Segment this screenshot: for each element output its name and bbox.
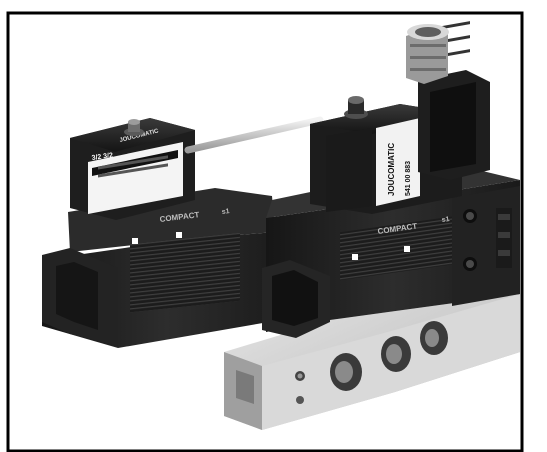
right-valve: COMPACT s1 JOUCOMATIC 541 00 883 bbox=[224, 21, 520, 430]
right-brand-label: JOUCOMATIC bbox=[387, 143, 396, 196]
right-mark-label: s1 bbox=[441, 216, 450, 224]
right-part-number: 541 00 883 bbox=[405, 161, 412, 196]
left-code-label: 3/2 3/2 bbox=[91, 152, 113, 162]
photo-frame-border bbox=[6, 11, 524, 452]
left-mark-label: s1 bbox=[221, 208, 230, 216]
left-valve: COMPACT s1 3/2 3/2 JOUCOMATIC bbox=[42, 118, 292, 348]
connecting-cable bbox=[184, 116, 324, 154]
